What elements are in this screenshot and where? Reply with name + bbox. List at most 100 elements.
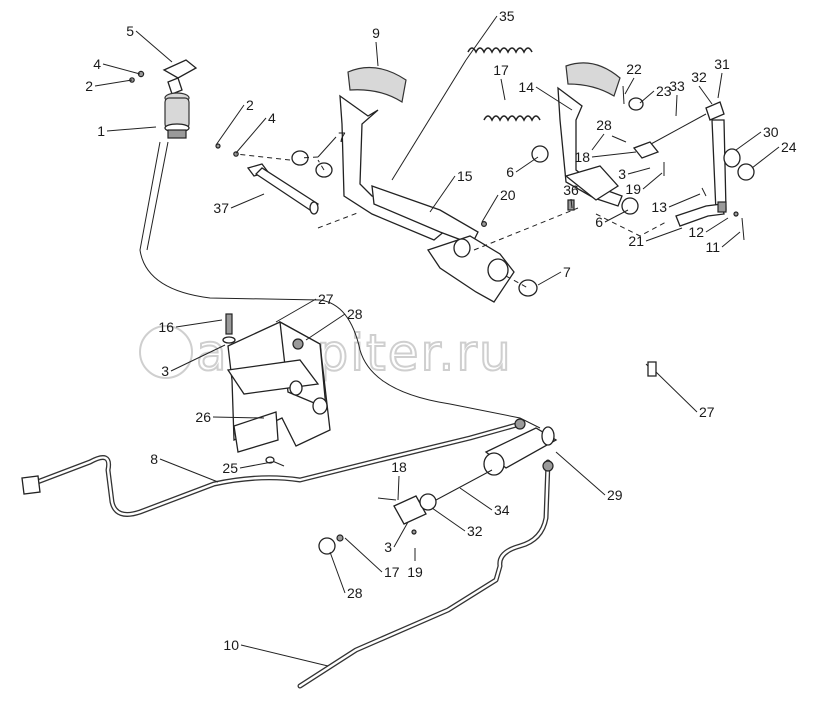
- rod-21: [675, 203, 725, 227]
- callout-leader-16: [175, 319, 223, 328]
- callout-label-36: 36: [563, 182, 579, 198]
- callout-label-29: 29: [607, 487, 623, 503]
- spring-17-upper: [483, 115, 541, 122]
- callout-leader-24: [751, 146, 780, 169]
- callout-label-18: 18: [391, 459, 407, 475]
- linkage-right: [611, 85, 755, 241]
- callout-label-37: 37: [213, 200, 229, 216]
- callout-leader-30: [735, 131, 762, 151]
- callout-leader-8: [159, 458, 219, 483]
- bushings-7: [291, 150, 333, 178]
- callout-leader-27: [655, 371, 698, 413]
- callout-leader-7: [317, 136, 337, 158]
- callout-label-2: 2: [85, 78, 93, 94]
- callout-leader-18: [397, 475, 400, 501]
- callout-label-13: 13: [651, 199, 667, 215]
- callout-label-1: 1: [97, 123, 105, 139]
- watermark: autopiter.ru: [139, 323, 512, 383]
- callout-label-3: 3: [618, 166, 626, 182]
- nut-28: [292, 338, 304, 350]
- bracket-5: [162, 59, 198, 79]
- callout-leader-34: [459, 487, 493, 511]
- callout-label-28: 28: [347, 585, 363, 601]
- callout-label-4: 4: [268, 110, 276, 126]
- callout-leader-4: [102, 63, 141, 75]
- callout-label-25: 25: [222, 460, 238, 476]
- callout-label-8: 8: [150, 451, 158, 467]
- callout-label-16: 16: [158, 319, 174, 335]
- nut-23: [628, 97, 644, 111]
- callout-leader-17: [344, 537, 383, 573]
- callout-leader-31: [717, 72, 723, 99]
- clevis-31: [705, 101, 725, 121]
- callout-leader-15: [429, 175, 456, 213]
- callout-leader-3: [627, 167, 651, 175]
- callout-leader-3: [170, 344, 226, 372]
- callout-leader-5: [135, 30, 173, 63]
- callout-label-35: 35: [499, 8, 515, 24]
- pedal-9-assembly: [339, 66, 515, 303]
- callout-label-33: 33: [669, 78, 685, 94]
- washer-3: [222, 336, 236, 344]
- callout-label-7: 7: [563, 264, 571, 280]
- reservoir-hose: [139, 141, 541, 429]
- callout-leader-19: [642, 172, 663, 190]
- callout-leader-35: [465, 15, 498, 61]
- callout-label-5: 5: [126, 23, 134, 39]
- callout-leader-14: [535, 86, 573, 111]
- spring-35: [467, 47, 533, 54]
- pedal-pad-9: [347, 66, 407, 103]
- callout-label-3: 3: [384, 539, 392, 555]
- callout-label-20: 20: [500, 187, 516, 203]
- callout-label-23: 23: [656, 83, 672, 99]
- fitting-20-icon: [481, 221, 488, 228]
- callout-label-17: 17: [493, 62, 509, 78]
- callout-label-34: 34: [494, 502, 510, 518]
- callout-leader-23: [639, 90, 655, 104]
- callout-leader-10: [240, 644, 329, 667]
- reservoir-group: [129, 59, 198, 139]
- callout-leader-17: [500, 78, 506, 101]
- callout-label-28: 28: [596, 117, 612, 133]
- callout-leader-28: [305, 313, 346, 341]
- shaft-15: [426, 235, 515, 303]
- callout-leader-4: [235, 117, 267, 154]
- bushing-7-lower: [505, 275, 538, 297]
- callout-leader-21: [645, 227, 683, 242]
- callout-label-10: 10: [223, 637, 239, 653]
- callout-label-19: 19: [407, 564, 423, 580]
- callout-label-6: 6: [506, 164, 514, 180]
- springs: [391, 47, 541, 181]
- callout-leader-26: [212, 416, 265, 419]
- callout-label-22: 22: [626, 61, 642, 77]
- callout-leader-32: [431, 507, 466, 532]
- callout-label-2: 2: [246, 97, 254, 113]
- callout-leader-22: [624, 77, 635, 95]
- master-cylinder-29: [435, 361, 657, 501]
- pedal-pad-14: [565, 62, 621, 97]
- callout-leader-2: [94, 79, 133, 87]
- callout-label-28: 28: [347, 306, 363, 322]
- callout-leader-13: [668, 193, 701, 208]
- bolt-27: [647, 361, 657, 377]
- callout-leader-18: [591, 151, 637, 158]
- callout-leader-6: [604, 209, 629, 223]
- callout-leader-36: [570, 198, 573, 209]
- nut-28-lower: [318, 537, 336, 555]
- callout-leader-1: [106, 126, 157, 132]
- callout-leader-37: [230, 193, 265, 209]
- callout-leader-2: [215, 104, 245, 146]
- callout-label-12: 12: [688, 224, 704, 240]
- watermark-logo-icon: [139, 325, 193, 379]
- callout-label-31: 31: [714, 56, 730, 72]
- callout-label-11: 11: [705, 239, 720, 255]
- pedal-14-assembly: [531, 62, 667, 237]
- callout-label-26: 26: [195, 409, 211, 425]
- callout-leader-11: [721, 231, 741, 248]
- pushrod-34: [435, 469, 493, 501]
- callout-label-17: 17: [384, 564, 400, 580]
- callout-label-15: 15: [457, 168, 473, 184]
- callout-leader-28: [591, 133, 605, 151]
